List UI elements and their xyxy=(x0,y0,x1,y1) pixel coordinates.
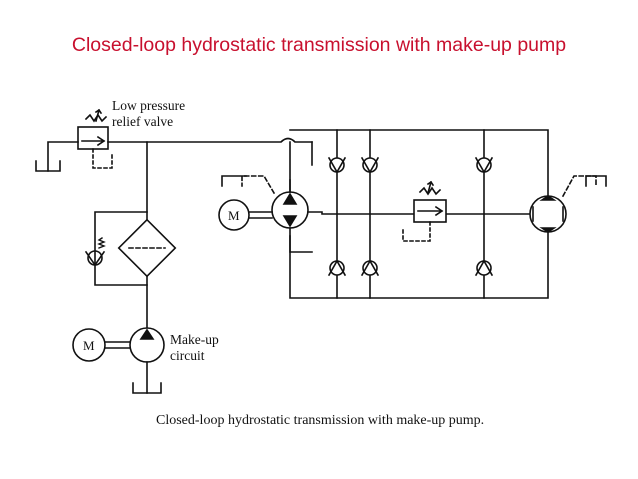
figure-caption: Closed-loop hydrostatic transmission wit… xyxy=(156,413,484,428)
relief-label-line2: relief valve xyxy=(112,114,173,129)
tank-bottom xyxy=(132,361,162,394)
check-branch-line xyxy=(94,211,148,286)
main-motor-label: M xyxy=(228,208,240,223)
pump-case-drain xyxy=(221,175,276,195)
slide-title: Closed-loop hydrostatic transmission wit… xyxy=(71,34,567,56)
hydraulic-motor xyxy=(529,195,567,233)
makeup-label-line2: circuit xyxy=(170,348,205,363)
main-electric-motor xyxy=(218,199,273,231)
check-column-2 xyxy=(360,129,380,299)
make-up-pump xyxy=(129,327,165,363)
makeup-shaft xyxy=(104,341,131,349)
top-connection-line xyxy=(146,137,313,143)
check-column-3 xyxy=(474,129,494,299)
check-column-1 xyxy=(327,129,347,299)
tank-left xyxy=(35,141,79,172)
low-pressure-relief-valve xyxy=(77,108,113,169)
motor-case-drain xyxy=(561,175,607,198)
makeup-motor-label: M xyxy=(83,338,95,353)
high-pressure-relief-valve xyxy=(402,180,447,242)
filter-symbol xyxy=(117,218,177,278)
relief-label-line1: Low pressure xyxy=(112,98,185,113)
main-variable-pump xyxy=(271,179,309,229)
makeup-label-line1: Make-up xyxy=(170,332,219,347)
makeup-electric-motor xyxy=(72,328,106,362)
main-loop-frame xyxy=(289,129,549,299)
check-valve-left xyxy=(84,237,106,267)
